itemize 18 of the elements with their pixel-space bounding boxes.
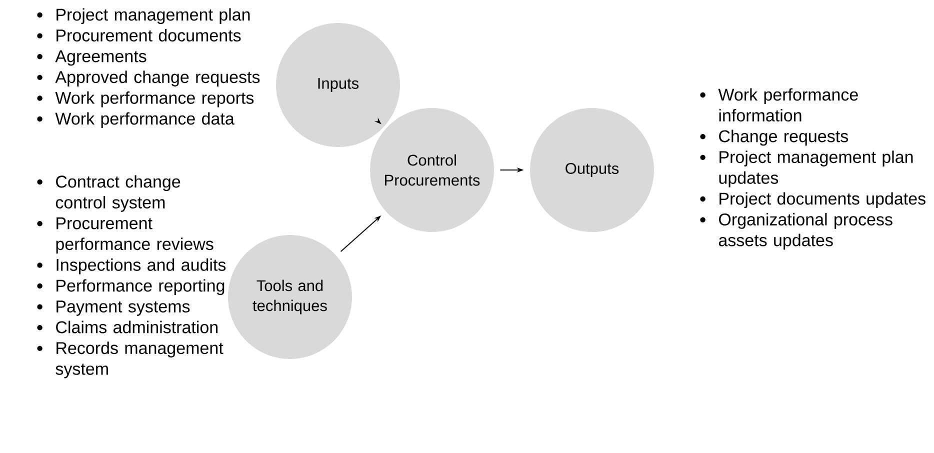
list-item: Change requests: [700, 130, 848, 146]
list-item: Work performance data: [37, 112, 234, 128]
list-item: Project management plan updates: [700, 150, 913, 188]
list-item: Organizational process assets updates: [700, 213, 892, 250]
list-item: Procurement documents: [37, 29, 241, 42]
list-item: Project documents updates: [700, 192, 926, 208]
list-item: Procurement performance reviews: [37, 217, 214, 254]
list-item: Approved change requests: [37, 70, 260, 86]
list-item: Records management system: [37, 342, 224, 378]
list-item: Contract change control system: [37, 175, 180, 212]
list-item: Payment systems: [37, 300, 190, 316]
list-item: Work performance reports: [37, 91, 254, 108]
list-item: Work performance information: [700, 88, 858, 122]
list-item: Performance reporting: [37, 279, 224, 296]
list-item: Inspections and audits: [37, 258, 226, 274]
list-item: Project management plan: [37, 8, 250, 24]
list-item: Claims administration: [37, 320, 218, 334]
list-item: Agreements: [37, 50, 146, 66]
